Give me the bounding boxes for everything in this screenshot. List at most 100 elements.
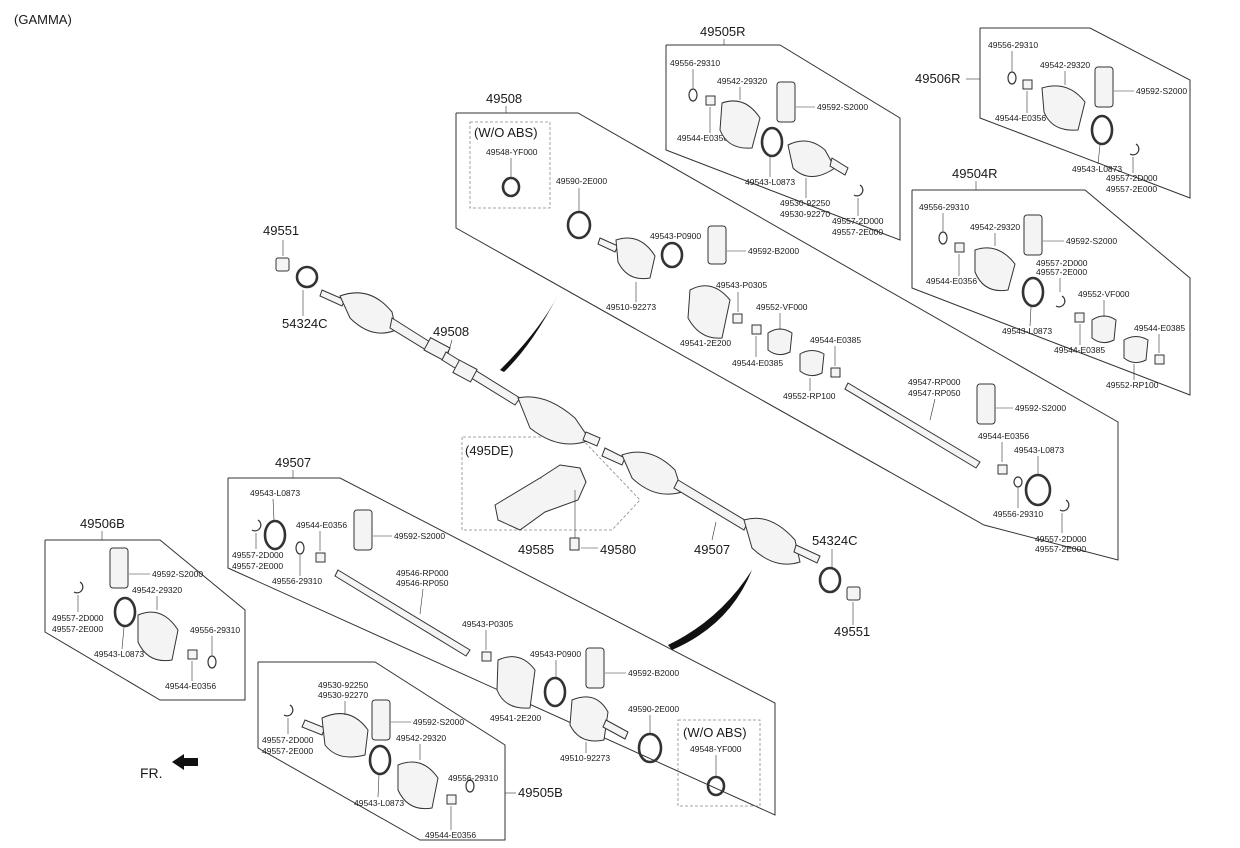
swoosh-rh [500, 295, 558, 372]
lh-box-parts: 49543-L0873 49557-2D000 49557-2E000 4955… [232, 488, 742, 797]
part-label-d5: 49543-L0873 [94, 649, 144, 659]
part-label-a1: 49556-29310 [670, 58, 720, 68]
part-label-l1: 49543-L0873 [250, 488, 300, 498]
lh-assembly-number: 49507 [275, 455, 311, 470]
part-label-l13: 49590-2E000 [628, 704, 679, 714]
part-label-a9: 49557-2E000 [832, 227, 883, 237]
kit-49505R-parts: 49556-29310 49544-E0356 49542-29320 4959… [670, 58, 884, 237]
part-label-r5: 49510-92273 [606, 302, 656, 312]
part-label-c10: 49544-E0385 [1134, 323, 1185, 333]
part-49551-a: 49551 [263, 223, 299, 238]
part-label-b6: 49557-2D000 [1106, 173, 1158, 183]
part-label-l15: 49548-YF000 [690, 744, 742, 754]
part-49551-b: 49551 [834, 624, 870, 639]
front-direction-indicator: FR. [140, 754, 198, 781]
washer-54324C-b [818, 566, 842, 594]
part-label-b4: 49544-E0356 [995, 113, 1046, 123]
part-label-r8: 49541-2E200 [680, 338, 731, 348]
kit-49506B-parts: 49592-S2000 49557-2D000 49557-2E000 4954… [52, 547, 240, 691]
kit-49504R-label: 49504R [952, 166, 998, 181]
kit-49506R-box: 49506R [915, 27, 1191, 199]
wo-abs-label-b: (W/O ABS) [683, 725, 747, 740]
part-label-d6: 49556-29310 [190, 625, 240, 635]
part-label-r15: 49544-E0356 [978, 431, 1029, 441]
part-label-c2: 49542-29320 [970, 222, 1020, 232]
part-label-r3: 49543-P0900 [650, 231, 701, 241]
kit-49506R-parts: 49556-29310 49544-E0356 49542-29320 4959… [988, 40, 1187, 194]
dyn-damper-label: (495DE) [465, 443, 513, 458]
part-label-r14: 49592-S2000 [1015, 403, 1066, 413]
part-label-r6: 49543-P0305 [716, 280, 767, 290]
part-label-b3: 49592-S2000 [1136, 86, 1187, 96]
engine-label: (GAMMA) [14, 12, 72, 27]
part-label-c8: 49543-L0873 [1002, 326, 1052, 336]
part-label-b7: 49557-2E000 [1106, 184, 1157, 194]
part-49508-shaft: 49508 [433, 324, 469, 339]
part-label-r16: 49543-L0873 [1014, 445, 1064, 455]
kit-49506R-label: 49506R [915, 71, 961, 86]
part-label-a3: 49592-S2000 [817, 102, 868, 112]
part-label-l5: 49557-2E000 [232, 561, 283, 571]
part-label-a4: 49544-E0356 [677, 133, 728, 143]
part-label-a6: 49530-92250 [780, 198, 830, 208]
part-label-e4: 49557-2D000 [262, 735, 314, 745]
part-label-a8: 49557-2D000 [832, 216, 884, 226]
part-label-e6: 49542-29320 [396, 733, 446, 743]
part-label-c11: 49552-RP100 [1106, 380, 1159, 390]
wo-abs-label-a: (W/O ABS) [474, 125, 538, 140]
part-label-r13: 49547-RP050 [908, 388, 961, 398]
part-label-r11: 49552-RP100 [783, 391, 836, 401]
front-direction-label: FR. [140, 765, 163, 781]
part-label-c4: 49557-2D000 [1036, 258, 1088, 268]
bolt-49580 [569, 537, 580, 551]
swoosh-lh [668, 570, 752, 650]
part-label-e3: 49592-S2000 [413, 717, 464, 727]
part-49585: 49585 [518, 542, 554, 557]
part-label-r2: 49590-2E000 [556, 176, 607, 186]
rh-assembly-box: 49508 (W/O ABS) [455, 91, 1119, 561]
kit-49506B-box: 49506B [44, 516, 246, 701]
part-label-r12: 49547-RP000 [908, 377, 961, 387]
kit-49505B-box: 49505B [257, 661, 563, 841]
part-label-d4: 49557-2E000 [52, 624, 103, 634]
washer-54324C-a [295, 265, 319, 289]
part-label-c5: 49557-2E000 [1036, 267, 1087, 277]
rh-assembly-number: 49508 [486, 91, 522, 106]
part-label-b2: 49542-29320 [1040, 60, 1090, 70]
part-label-a5: 49543-L0873 [745, 177, 795, 187]
part-label-c9: 49544-E0385 [1054, 345, 1105, 355]
part-label-r10: 49544-E0385 [810, 335, 861, 345]
part-label-l10: 49543-P0900 [530, 649, 581, 659]
kit-49505B-label: 49505B [518, 785, 563, 800]
part-label-e9: 49544-E0356 [425, 830, 476, 840]
part-label-e2: 49530-92270 [318, 690, 368, 700]
nut-49551-b [846, 586, 861, 601]
part-label-l2: 49544-E0356 [296, 520, 347, 530]
part-label-l11: 49592-B2000 [628, 668, 679, 678]
part-label-b1: 49556-29310 [988, 40, 1038, 50]
part-label-b5: 49543-L0873 [1072, 164, 1122, 174]
part-label-r9: 49544-E0385 [732, 358, 783, 368]
part-label-r19: 49557-2E000 [1035, 544, 1086, 554]
part-label-e1: 49530-92250 [318, 680, 368, 690]
front-arrow-icon [172, 754, 198, 770]
kit-49504R-box: 49504R [911, 166, 1191, 396]
part-label-l14: 49510-92273 [560, 753, 610, 763]
part-label-r7: 49552-VF000 [756, 302, 808, 312]
part-49580: 49580 [600, 542, 636, 557]
part-54324C-a: 54324C [282, 316, 328, 331]
kit-49505B-parts: 49557-2D000 49557-2E000 49530-92250 4953… [262, 680, 498, 840]
damper-bracket-rear [539, 464, 587, 483]
part-label-c1: 49556-29310 [919, 202, 969, 212]
kit-49506B-label: 49506B [80, 516, 125, 531]
kit-49504R-parts: 49556-29310 49544-E0356 49542-29320 4959… [919, 202, 1185, 390]
lh-assembly-box: 49507 (W/O ABS) [227, 455, 776, 816]
rh-drive-shaft: 49551 54324C 49508 [263, 223, 601, 447]
part-label-r17: 49556-29310 [993, 509, 1043, 519]
kit-49505R-label: 49505R [700, 24, 746, 39]
part-label-a7: 49530-92270 [780, 209, 830, 219]
kit-49505R-box: 49505R [665, 24, 901, 241]
lh-drive-shaft: 54324C 49551 49507 [601, 447, 870, 639]
part-label-r1: 49548-YF000 [486, 147, 538, 157]
